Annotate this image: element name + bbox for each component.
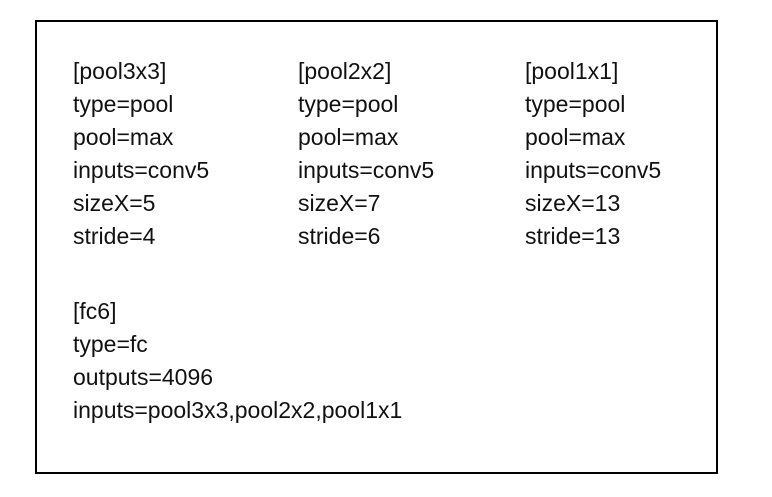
config-line-inputs: inputs=conv5 [525,157,662,183]
config-line-inputs: inputs=pool3x3,pool2x2,pool1x1 [73,397,403,423]
section-header: [pool1x1] [525,58,619,84]
section-pool3x3: [pool3x3] type=pool pool=max inputs=conv… [73,55,209,253]
config-line-stride: stride=6 [298,223,381,249]
section-header: [pool3x3] [73,58,167,84]
config-line-stride: stride=13 [525,223,621,249]
config-line-sizex: sizeX=5 [73,190,156,216]
config-line-inputs: inputs=conv5 [298,157,435,183]
config-line-inputs: inputs=conv5 [73,157,210,183]
config-figure-box: [pool3x3] type=pool pool=max inputs=conv… [35,20,718,474]
section-header: [fc6] [73,298,117,324]
config-line-outputs: outputs=4096 [73,364,214,390]
config-line-pool: pool=max [73,124,174,150]
config-line-sizex: sizeX=13 [525,190,621,216]
config-line-type: type=pool [73,91,174,117]
section-pool1x1: [pool1x1] type=pool pool=max inputs=conv… [525,55,661,253]
config-line-sizex: sizeX=7 [298,190,381,216]
section-header: [pool2x2] [298,58,392,84]
section-fc6: [fc6] type=fc outputs=4096 inputs=pool3x… [73,295,402,427]
config-line-pool: pool=max [525,124,626,150]
config-line-type: type=pool [525,91,626,117]
config-line-stride: stride=4 [73,223,156,249]
section-pool2x2: [pool2x2] type=pool pool=max inputs=conv… [298,55,434,253]
config-line-type: type=fc [73,331,148,357]
config-line-type: type=pool [298,91,399,117]
config-line-pool: pool=max [298,124,399,150]
